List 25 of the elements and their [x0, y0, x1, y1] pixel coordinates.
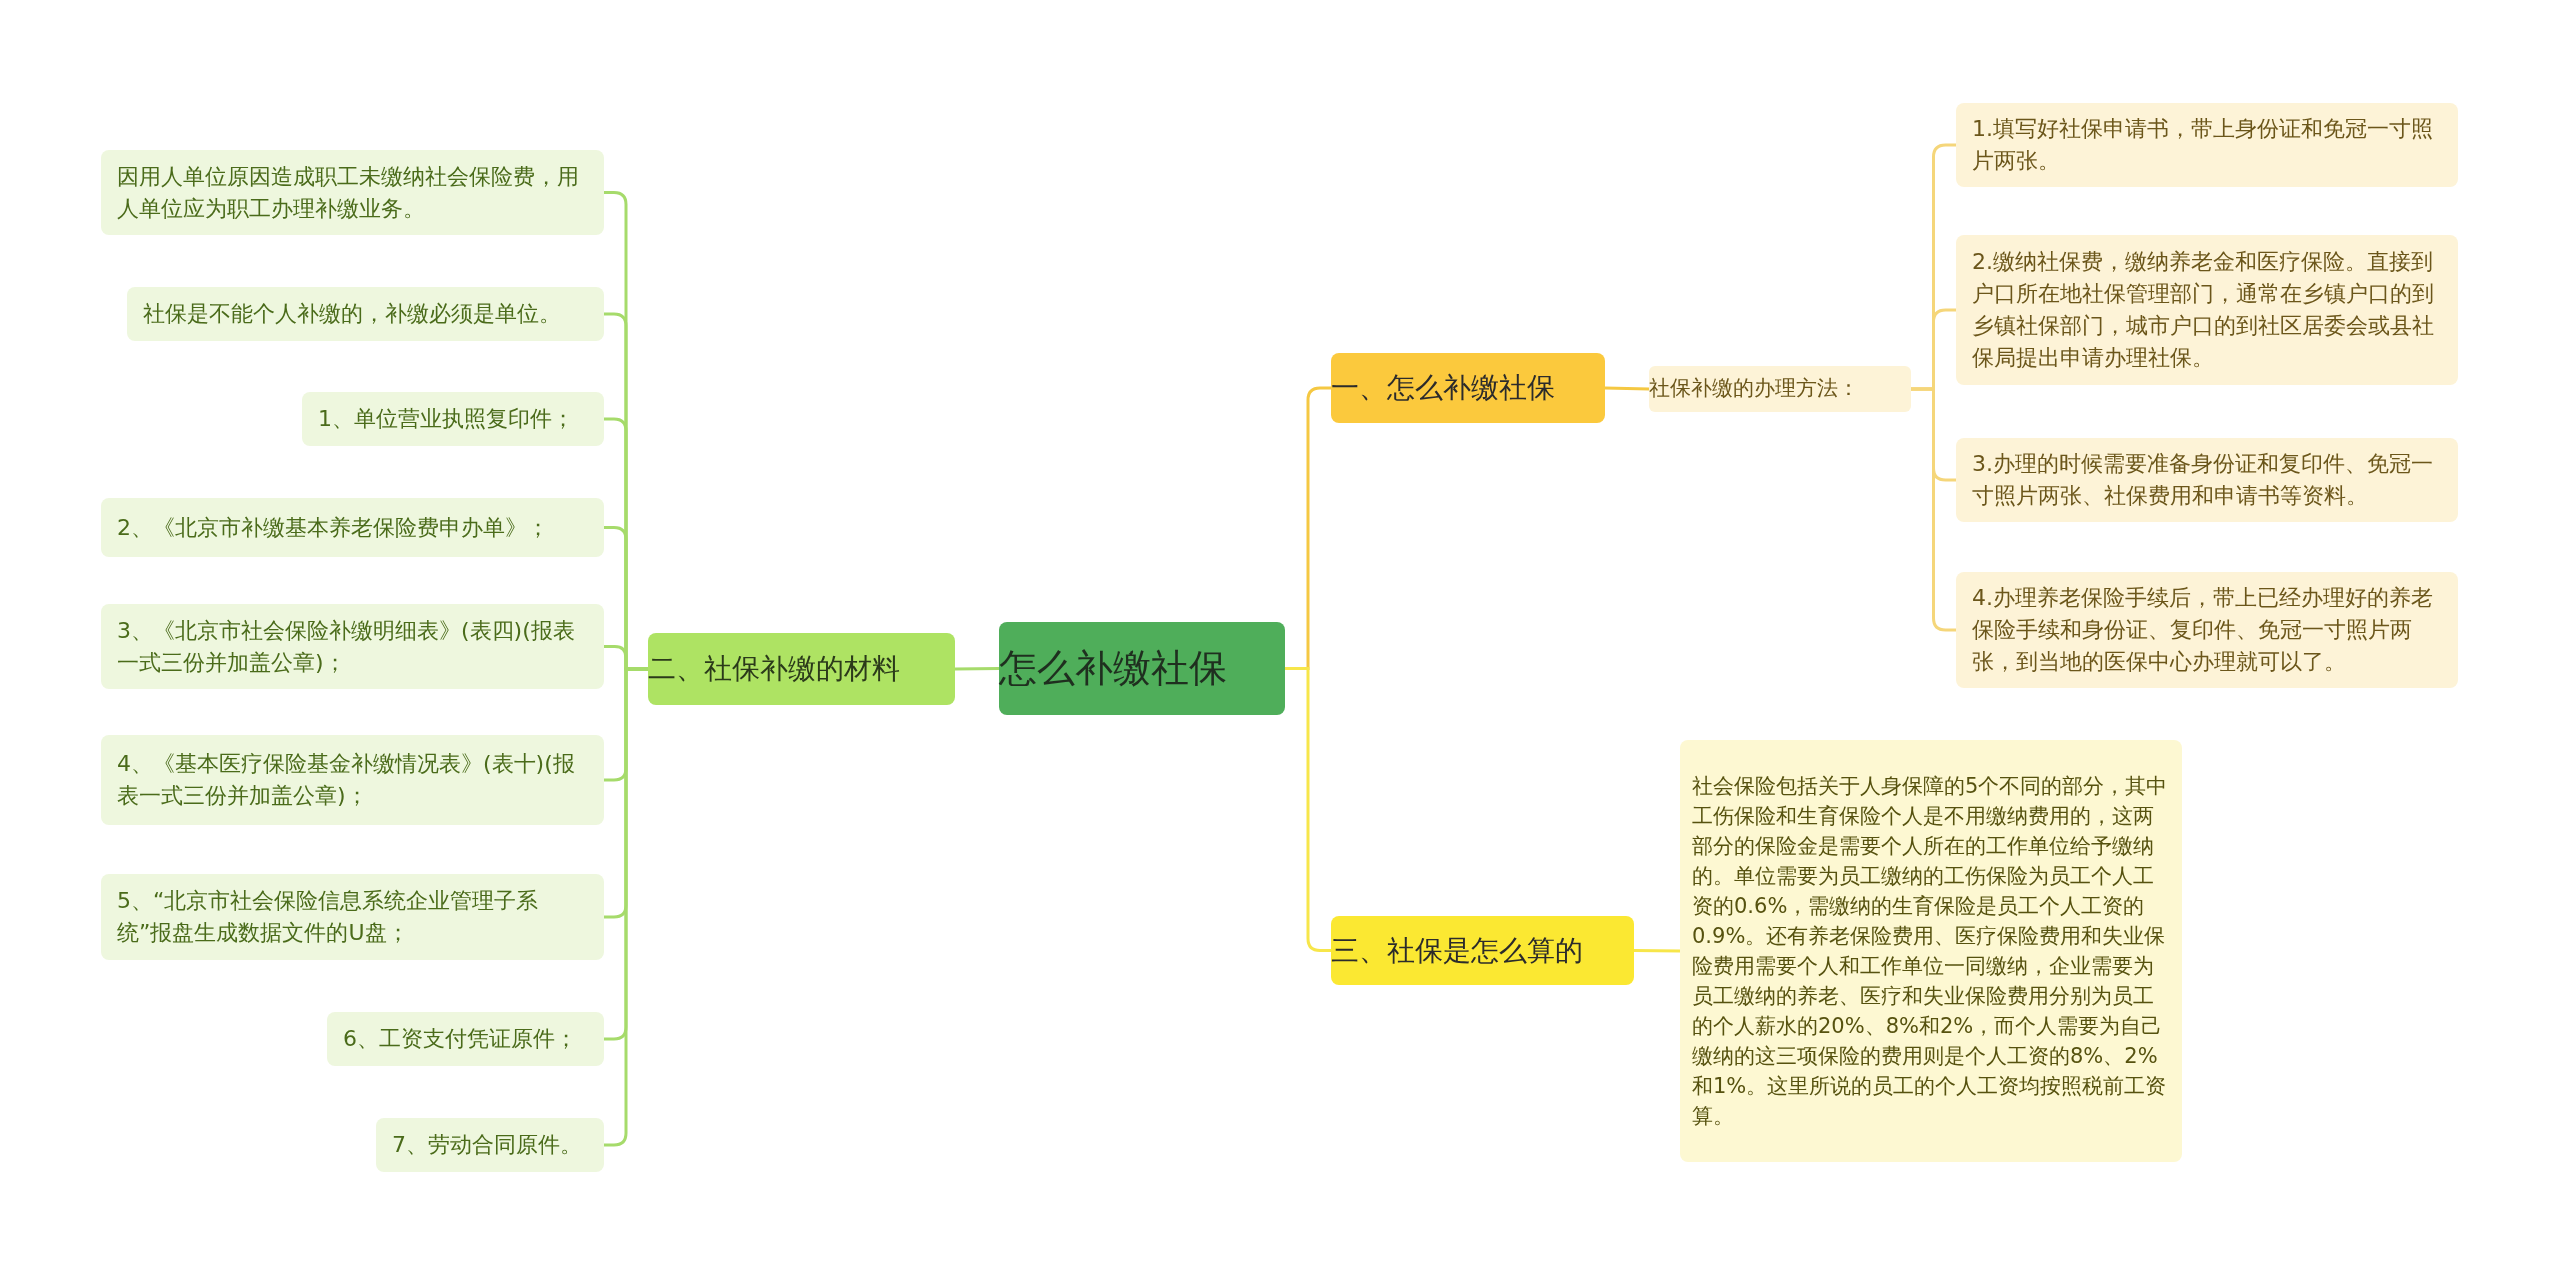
- connector-line: [1285, 667, 1331, 952]
- root-topic: 怎么补缴社保: [999, 622, 1285, 715]
- detail-note: 5、“北京市社会保险信息系统企业管理子系统”报盘生成数据文件的U盘；: [101, 874, 604, 960]
- detail-note: 1、单位营业执照复印件；: [302, 392, 604, 446]
- detail-note: 社会保险包括关于人身保障的5个不同的部分，其中工伤保险和生育保险个人是不用缴纳费用的，这两部分的保险金是需要个人所在的工作单位给予缴纳的。单位需要为员工缴纳的工伤保险为员工个人工资的0.6%，需缴纳的生育保险是员工个人工资的0.9%。还有养老保险费用、医疗保险费用和失业保险费用需要个人和工作单位一同缴纳，企业需要为员工缴纳的养老、医疗和失业保险费用分别为员工的个人薪水的20%、8%和2%，而个人需要为自己缴纳的这三项保险的费用则是个人工资的8%、2%和1%。这里所说的员工的个人工资均按照税前工资算。: [1680, 740, 2182, 1162]
- detail-note: 4.办理养老保险手续后，带上已经办理好的养老保险手续和身份证、复印件、免冠一寸照片两张，到当地的医保中心办理就可以了。: [1956, 572, 2458, 688]
- connector-line: [1634, 949, 1680, 953]
- detail-note: 2.缴纳社保费，缴纳养老金和医疗保险。直接到户口所在地社保管理部门，通常在乡镇户口的到乡镇社保部门，城市户口的到社区居委会或县社保局提出申请办理社保。: [1956, 235, 2458, 385]
- branch-topic: 二、社保补缴的材料: [648, 633, 955, 705]
- subtopic: 社保补缴的办理方法：: [1649, 366, 1911, 412]
- detail-note: 4、《基本医疗保险基金补缴情况表》(表十)(报表一式三份并加盖公章)；: [101, 735, 604, 825]
- detail-note: 6、工资支付凭证原件；: [327, 1012, 604, 1066]
- detail-note: 2、《北京市补缴基本养老保险费申办单》；: [101, 498, 604, 557]
- connector-line: [955, 667, 999, 671]
- connector-line: [1911, 387, 1956, 632]
- detail-note: 因用人单位原因造成职工未缴纳社会保险费，用人单位应为职工办理补缴业务。: [101, 150, 604, 235]
- branch-topic: 一、怎么补缴社保: [1331, 353, 1605, 423]
- branch-topic: 三、社保是怎么算的: [1331, 916, 1634, 985]
- detail-note: 3、《北京市社会保险补缴明细表》(表四)(报表一式三份并加盖公章)；: [101, 604, 604, 689]
- detail-note: 3.办理的时候需要准备身份证和复印件、免冠一寸照片两张、社保费用和申请书等资料。: [1956, 438, 2458, 522]
- connector-line: [1604, 386, 1650, 391]
- connector-line: [604, 667, 648, 1147]
- detail-note: 社保是不能个人补缴的，补缴必须是单位。: [127, 287, 604, 341]
- detail-note: 1.填写好社保申请书，带上身份证和免冠一寸照片两张。: [1956, 103, 2458, 187]
- detail-note: 7、劳动合同原件。: [376, 1118, 604, 1172]
